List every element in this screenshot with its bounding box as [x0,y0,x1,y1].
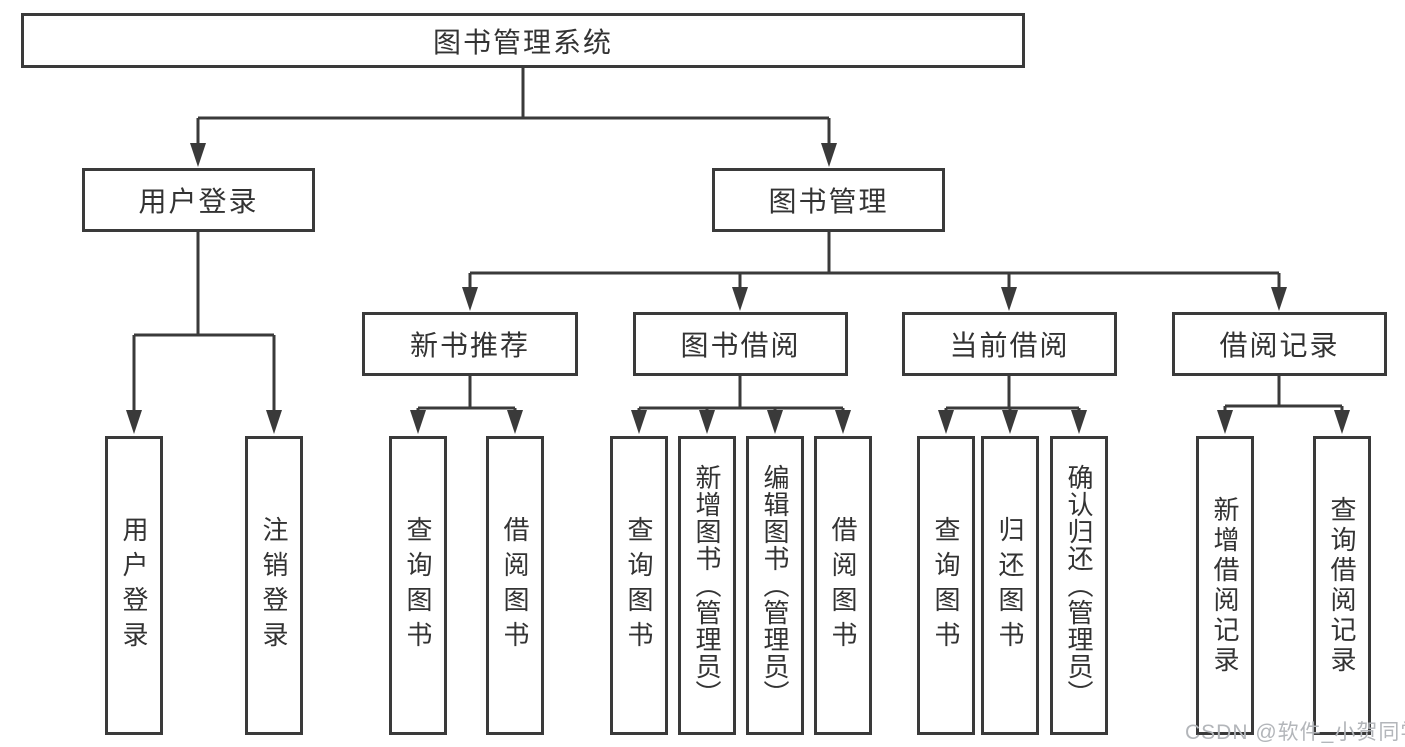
leaf-add-books-admin: 新增图书（管理员） [678,436,736,735]
arrowheads [126,143,1350,434]
node-book-borrowing: 图书借阅 [633,312,848,376]
connector-book-management [468,232,1281,290]
node-user-login: 用户登录 [82,168,315,232]
leaf-confirm-return-admin: 确认归还（管理员） [1050,436,1108,735]
leaf-borrow-books-recommend: 借阅图书 [486,436,544,735]
leaf-query-books-recommend: 查询图书 [389,436,447,735]
leaf-user-login: 用户登录 [105,436,163,735]
leaf-borrow-books-borrowing: 借阅图书 [814,436,872,735]
node-book-management: 图书管理 [712,168,945,232]
leaf-logout-login: 注销登录 [245,436,303,735]
connector-borrowing-records [1223,376,1344,414]
connector-current-borrowing [944,376,1081,414]
leaf-edit-books-admin: 编辑图书（管理员） [746,436,804,735]
connector-user-login [132,232,276,414]
leaf-add-borrow-record: 新增借阅记录 [1196,436,1254,735]
connector-new-book [416,376,517,414]
connector-root [196,68,831,146]
node-borrowing-records: 借阅记录 [1172,312,1387,376]
node-new-book-recommendation: 新书推荐 [362,312,578,376]
node-library-management-system: 图书管理系统 [21,13,1025,68]
csdn-watermark: CSDN @软件_小贺同学 [1185,721,1405,744]
leaf-query-books-current: 查询图书 [917,436,975,735]
leaf-return-books: 归还图书 [981,436,1039,735]
leaf-query-books-borrowing: 查询图书 [610,436,668,735]
node-current-borrowing: 当前借阅 [902,312,1117,376]
leaf-query-borrow-record: 查询借阅记录 [1313,436,1371,735]
connector-book-borrowing [637,376,845,414]
